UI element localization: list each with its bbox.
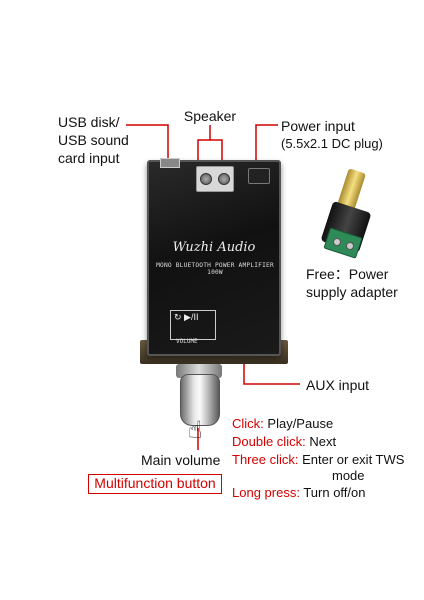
function-result: mode bbox=[332, 468, 365, 483]
terminal-screw-icon bbox=[218, 173, 230, 185]
power-label-line1: Power input bbox=[281, 118, 355, 134]
aux-input-label: AUX input bbox=[306, 377, 370, 393]
function-result: Turn off/on bbox=[303, 485, 366, 500]
usb-label-line2: USB sound bbox=[58, 132, 129, 148]
board-brand: Wuzhi Audio bbox=[172, 240, 256, 255]
function-action: Click: bbox=[232, 416, 264, 431]
dc-jack bbox=[248, 168, 270, 184]
function-action: Long press: bbox=[232, 485, 300, 500]
usb-port bbox=[160, 158, 180, 168]
function-click: Click: Play/Pause bbox=[232, 415, 333, 432]
power-input-label: Power input (5.5x2.1 DC plug) bbox=[281, 117, 383, 153]
plug-screw-icon bbox=[346, 242, 354, 250]
adapter-label-line1: Free：Power bbox=[306, 266, 389, 282]
adapter-label-line2: supply adapter bbox=[306, 284, 398, 300]
play-pause-icon: ↻ ▶/II bbox=[174, 312, 199, 322]
function-result: Enter or exit TWS bbox=[302, 452, 405, 467]
function-result: Next bbox=[309, 434, 337, 449]
usb-input-label: USB disk/ USB sound card input bbox=[58, 113, 129, 167]
plug-screw-icon bbox=[333, 238, 341, 246]
board-volume-text: VOLUME bbox=[176, 338, 198, 345]
board-model-text: MONO BLUETOOTH POWER AMPLIFIER 100W bbox=[156, 262, 274, 276]
adapter-label: Free：Power supply adapter bbox=[306, 265, 398, 301]
terminal-screw-icon bbox=[200, 173, 212, 185]
function-long-press: Long press: Turn off/on bbox=[232, 484, 365, 501]
volume-control-box bbox=[170, 310, 216, 340]
function-three-click-cont: mode bbox=[332, 467, 365, 484]
volume-knob[interactable] bbox=[180, 374, 220, 426]
pointing-hand-icon: ☝ bbox=[188, 417, 203, 444]
usb-label-line3: card input bbox=[58, 150, 120, 166]
function-action: Double click: bbox=[232, 434, 306, 449]
usb-label-line1: USB disk/ bbox=[58, 114, 120, 130]
function-result: Play/Pause bbox=[267, 416, 334, 431]
power-label-line2: (5.5x2.1 DC plug) bbox=[281, 136, 383, 151]
speaker-label: Speaker bbox=[183, 108, 237, 124]
speaker-terminal bbox=[196, 166, 234, 192]
function-double-click: Double click: Next bbox=[232, 433, 336, 450]
usb-leader-line bbox=[126, 124, 169, 160]
amplifier-board bbox=[147, 160, 281, 356]
function-three-click: Three click: Enter or exit TWS bbox=[232, 451, 404, 468]
multifunction-button-label: Multifunction button bbox=[88, 474, 222, 494]
function-action: Three click: bbox=[232, 452, 299, 467]
main-volume-label: Main volume bbox=[141, 452, 221, 468]
